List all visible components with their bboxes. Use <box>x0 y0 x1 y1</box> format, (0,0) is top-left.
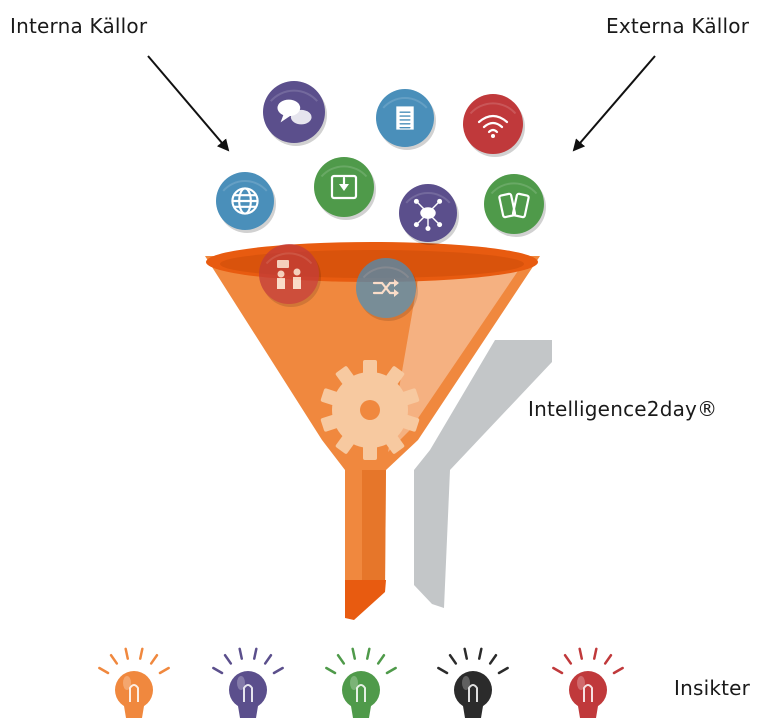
chat-bubbles-icon <box>263 81 327 146</box>
internal-arrow <box>147 55 230 152</box>
insights-label: Insikter <box>674 676 751 700</box>
lightbulb-orange-icon <box>98 647 170 718</box>
external-sources-label: Externa Källor <box>606 14 750 38</box>
internal-sources-label: Interna Källor <box>10 14 148 38</box>
funnel-shadow <box>414 340 552 608</box>
gear-icon <box>320 360 420 460</box>
funnel-tip <box>345 580 386 620</box>
devices-icon <box>484 174 546 237</box>
lightbulb-black-icon <box>437 647 509 718</box>
funnel-highlight <box>388 268 520 452</box>
document-icon <box>376 89 436 150</box>
lightbulb-purple-icon <box>212 647 284 718</box>
lightbulb-green-icon <box>325 647 397 718</box>
lightbulb-red-icon <box>552 647 624 718</box>
wifi-icon <box>463 94 525 157</box>
funnel-spout-shade <box>362 470 386 602</box>
network-cloud-icon <box>399 184 459 245</box>
globe-icon <box>216 172 276 233</box>
shuffle-icon <box>356 258 418 321</box>
download-icon <box>314 157 376 220</box>
meeting-people-icon <box>259 244 321 307</box>
product-name-label: Intelligence2day® <box>528 397 718 421</box>
external-arrow <box>572 55 656 152</box>
